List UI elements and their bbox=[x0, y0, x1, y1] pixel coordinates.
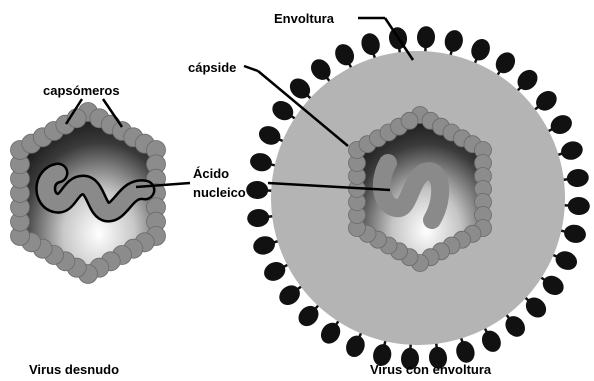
label-acido-line1: Ácido bbox=[193, 166, 229, 181]
spike-head bbox=[248, 151, 273, 173]
spike-head bbox=[532, 87, 560, 115]
capsomere bbox=[401, 112, 418, 129]
naked-virus bbox=[11, 103, 166, 284]
label-envoltura: Envoltura bbox=[274, 11, 335, 26]
spike-head bbox=[539, 272, 567, 299]
spike-head bbox=[359, 31, 383, 57]
spike-head bbox=[567, 196, 590, 215]
spike-head bbox=[562, 223, 587, 245]
spike-head bbox=[317, 319, 344, 347]
label-capsomeros: capsómeros bbox=[43, 83, 120, 98]
spike-head bbox=[246, 208, 270, 229]
caption-enveloped-virus: Virus con envoltura bbox=[370, 362, 492, 377]
spike-head bbox=[261, 258, 289, 284]
spike-head bbox=[416, 26, 435, 49]
spike-head bbox=[547, 112, 575, 138]
caption-naked-virus: Virus desnudo bbox=[29, 362, 119, 377]
spike-head bbox=[256, 123, 283, 148]
spike-head bbox=[492, 49, 519, 77]
spike-head bbox=[501, 312, 529, 340]
spike-head bbox=[443, 28, 465, 53]
spike-head bbox=[478, 327, 504, 355]
spike-head bbox=[332, 41, 358, 69]
label-acido-line2: nucleico bbox=[193, 185, 246, 200]
spike-head bbox=[553, 248, 580, 273]
label-capside: cápside bbox=[188, 60, 236, 75]
spike-head bbox=[275, 281, 303, 309]
spike-head bbox=[468, 36, 493, 63]
enveloped-virus bbox=[246, 26, 590, 370]
spike-head bbox=[251, 234, 277, 258]
spike-head bbox=[559, 139, 585, 163]
spike-head bbox=[307, 55, 335, 83]
spike-head bbox=[246, 180, 269, 199]
spike-head bbox=[566, 168, 590, 189]
spike-head bbox=[343, 333, 368, 360]
capside-leader bbox=[244, 66, 258, 71]
